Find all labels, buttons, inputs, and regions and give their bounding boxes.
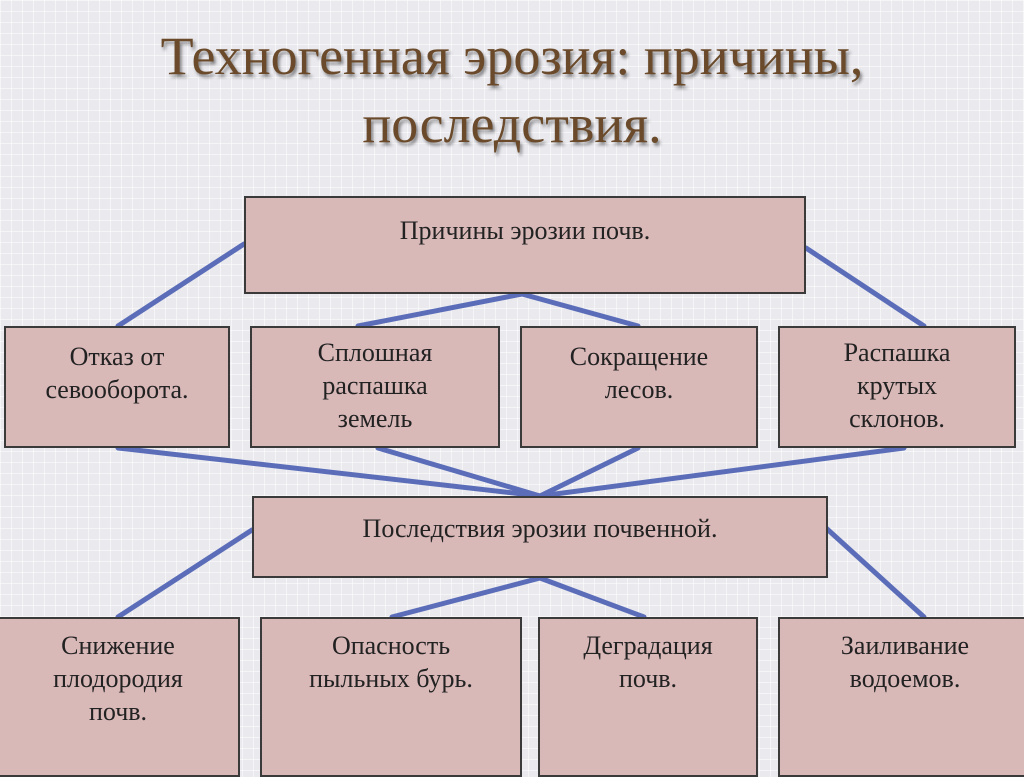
- connector-cause-3-to-consequences: [537, 445, 641, 499]
- cause-label: Сокращение лесов.: [569, 342, 709, 404]
- slide-title: Техногенная эрозия: причины, последствия…: [0, 22, 1024, 158]
- causes-header-label: Причины эрозии почв.: [399, 216, 651, 245]
- cause-label: Сплошная распашка земель: [317, 338, 433, 433]
- consequence-label: Заиливание водоемов.: [840, 631, 970, 693]
- cause-label: Распашка крутых склонов.: [843, 338, 951, 433]
- consequences-header-label: Последствия эрозии почвенной.: [362, 514, 718, 543]
- connector-cause-4-to-consequences: [537, 445, 907, 499]
- connector-consequences-to-item-2: [389, 575, 543, 620]
- cause-box-continuous-plowing: Сплошная распашка земель: [250, 326, 500, 448]
- consequence-label: Опасность пыльных бурь.: [309, 631, 473, 693]
- consequence-box-dust-storms: Опасность пыльных бурь.: [260, 617, 522, 777]
- connector-header-to-cause-2: [355, 291, 525, 329]
- cause-box-crop-rotation: Отказ от севооборота.: [4, 326, 230, 448]
- consequence-box-fertility: Снижение плодородия почв.: [0, 617, 240, 777]
- consequence-label: Снижение плодородия почв.: [53, 631, 183, 726]
- consequences-header-box: Последствия эрозии почвенной.: [252, 496, 828, 578]
- cause-box-deforestation: Сокращение лесов.: [520, 326, 758, 448]
- causes-header-box: Причины эрозии почв.: [244, 196, 806, 294]
- consequence-label: Деградация почв.: [583, 631, 713, 693]
- connector-cause-1-to-consequences: [115, 445, 543, 499]
- cause-label: Отказ от севооборота.: [45, 342, 189, 404]
- cause-box-steep-slopes: Распашка крутых склонов.: [778, 326, 1016, 448]
- consequence-box-siltation: Заиливание водоемов.: [778, 617, 1024, 777]
- connector-consequences-to-item-1: [115, 527, 255, 620]
- slide-title-line-2: последствия.: [362, 94, 662, 154]
- consequence-box-soil-degradation: Деградация почв.: [538, 617, 758, 777]
- connector-cause-2-to-consequences: [375, 445, 543, 499]
- connector-header-to-cause-4: [803, 245, 927, 329]
- connector-consequences-to-item-3: [537, 575, 647, 620]
- connector-header-to-cause-3: [519, 291, 641, 329]
- connector-consequences-to-item-4: [823, 525, 927, 620]
- connector-header-to-cause-1: [115, 241, 247, 329]
- slide-title-line-1: Техногенная эрозия: причины,: [160, 26, 864, 86]
